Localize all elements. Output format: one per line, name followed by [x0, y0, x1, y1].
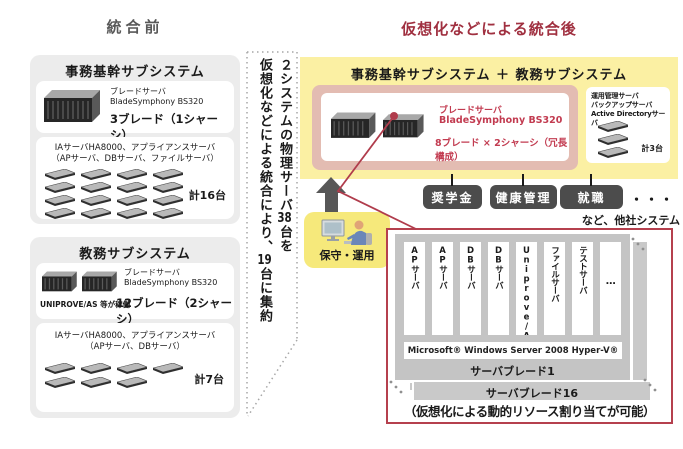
academic-ia-line2: （APサーバ、DBサーバ）	[85, 342, 185, 352]
ops-count: 計3台	[641, 144, 663, 153]
ops-servers-box: 運用管理サーバ バックアップサーバ Active Directoryサーバ	[586, 87, 670, 163]
academic-subsystem-box: 教務サブシステム	[30, 237, 240, 418]
core-ia-box: IAサーバHA8000、アプライアンスサーバ （APサーバ、DBサーバ、ファイル…	[36, 137, 234, 219]
note-seg: 台に集約	[257, 267, 272, 323]
rack-server-icon	[153, 169, 183, 180]
academic-blade-line3: 12ブレード（2シャーシ）	[116, 296, 233, 326]
rack-server-icon	[153, 363, 183, 374]
academic-server-grid	[45, 363, 189, 391]
rack-server-icon	[153, 208, 183, 219]
academic-blade-line2: BladeSymphony BS320	[124, 278, 218, 287]
core-ia-line1: IAサーバHA8000、アプライアンスサーバ	[54, 143, 216, 153]
ops-line2: バックアップサーバ	[591, 101, 653, 109]
detail-caption: （仮想化による動的リソース割り当てが可能）	[403, 404, 656, 419]
blade-chassis-icon	[42, 271, 77, 292]
combined-subsystem-box: 事務基幹サブシステム ＋ 教務サブシステム	[300, 57, 678, 179]
hypervisor-bar: Microsoft® Windows Server 2008 Hyper-V®	[404, 342, 622, 359]
rack-server-icon	[45, 377, 75, 388]
service-button-employment: 就職	[560, 185, 623, 209]
core-blade-line2: BladeSymphony BS320	[110, 97, 204, 106]
blade-chassis-icon	[331, 112, 376, 138]
after-blade-line3: 8ブレード × 2シャーシ（冗長構成）	[435, 138, 568, 163]
rack-server-icon	[81, 363, 111, 374]
rack-server-icon	[81, 208, 111, 219]
vm-column: APサーバ	[432, 242, 453, 335]
core-server-grid	[45, 169, 189, 221]
maintenance-box: 保守・運用	[304, 212, 390, 268]
services-ellipsis: ・・・	[630, 193, 676, 208]
rack-server-icon	[117, 169, 147, 180]
maintenance-arrow-icon	[316, 177, 346, 212]
note-seg: 仮想化などによる統合により、	[257, 58, 272, 254]
rack-server-icon	[153, 182, 183, 193]
rack-server-icon	[117, 195, 147, 206]
vm-column: APサーバ	[404, 242, 425, 335]
virtualization-detail-box: APサーバ APサーバ DBサーバ DBサーバ Uniprove/AS ファイル…	[386, 228, 673, 424]
rack-server-icon	[598, 134, 628, 145]
service-button-health: 健康管理	[490, 185, 557, 209]
server-blade1-label: サーバブレード1	[470, 365, 555, 378]
after-blade-box: ブレードサーバ BladeSymphony BS320 8ブレード × 2シャー…	[321, 93, 569, 163]
blade-chassis-icon	[82, 271, 117, 292]
before-title: 統合前	[106, 18, 164, 36]
academic-ia-line1: IAサーバHA8000、アプライアンスサーバ	[54, 331, 216, 341]
after-blade-line2: BladeSymphony BS320	[439, 115, 563, 126]
ops-server-stack	[598, 121, 628, 160]
vm-column: ファイルサーバ	[544, 242, 565, 335]
academic-blade-box: UNIPROVE/AS 等が稼働 ブレードサーバ BladeSymphony B…	[36, 263, 234, 326]
ops-line3: Active Directoryサーバ	[591, 110, 666, 127]
blade-chassis-icon	[44, 90, 100, 122]
rack-server-icon	[81, 377, 111, 388]
academic-ia-count: 計7台	[194, 373, 224, 386]
vm-column: DBサーバ	[460, 242, 481, 335]
vm-column-more: …	[600, 242, 621, 335]
vm-column: テストサーバ	[572, 242, 593, 335]
core-subsystem-box: 事務基幹サブシステム ブレードサーバ BladeSymphony BS320 3…	[30, 55, 240, 224]
rack-server-icon	[598, 147, 628, 158]
server-blade16-label: サーバブレード16	[485, 387, 579, 400]
services-note: など、他社システム	[581, 214, 680, 227]
combined-subsystem-title: 事務基幹サブシステム ＋ 教務サブシステム	[350, 68, 628, 83]
rack-server-icon	[153, 195, 183, 206]
rack-server-icon	[117, 377, 147, 388]
note-seg: ２システムの物理サーバ	[277, 58, 292, 212]
consolidation-note: ２システムの物理サーバ38台を 仮想化などによる統合により、19台に集約	[250, 58, 294, 414]
rack-server-icon	[81, 182, 111, 193]
note-number-19: 19	[257, 254, 272, 267]
core-subsystem-title: 事務基幹サブシステム	[65, 65, 205, 80]
rack-server-icon	[45, 363, 75, 374]
rack-server-icon	[598, 121, 628, 132]
academic-ia-box: IAサーバHA8000、アプライアンスサーバ （APサーバ、DBサーバ）	[36, 323, 234, 412]
rack-server-icon	[45, 182, 75, 193]
note-number-38: 38	[277, 212, 292, 225]
rack-server-icon	[117, 363, 147, 374]
maintenance-label: 保守・運用	[319, 249, 375, 262]
rack-server-icon	[81, 169, 111, 180]
core-ia-count: 計16台	[188, 189, 226, 202]
after-blade-line1: ブレードサーバ	[439, 106, 502, 116]
core-ia-line2: （APサーバ、DBサーバ、ファイルサーバ）	[51, 154, 219, 164]
rack-server-icon	[45, 169, 75, 180]
blade-highlight-frame: ブレードサーバ BladeSymphony BS320 8ブレード × 2シャー…	[312, 85, 578, 170]
academic-blade-line1: ブレードサーバ	[124, 268, 180, 277]
operator-at-computer-icon	[321, 219, 372, 245]
vm-column: Uniprove/AS	[516, 242, 537, 335]
core-blade-line1: ブレードサーバ	[110, 87, 166, 96]
vm-column: DBサーバ	[488, 242, 509, 335]
rack-server-icon	[45, 208, 75, 219]
rack-server-icon	[117, 208, 147, 219]
academic-blade-caption: UNIPROVE/AS 等が稼働	[40, 300, 131, 309]
after-title: 仮想化などによる統合後	[401, 20, 577, 38]
note-seg: 台を	[277, 225, 292, 253]
rack-server-icon	[81, 195, 111, 206]
server-blade16-bar: サーバブレード16	[414, 382, 650, 400]
core-blade-box: ブレードサーバ BladeSymphony BS320 3ブレード（1シャーシ）	[36, 81, 234, 142]
academic-subsystem-title: 教務サブシステム	[79, 247, 191, 262]
rack-server-icon	[117, 182, 147, 193]
service-button-scholarship: 奨学金	[423, 185, 482, 209]
ops-line1: 運用管理サーバ	[591, 92, 639, 100]
rack-server-icon	[45, 195, 75, 206]
blade-chassis-icon	[383, 114, 424, 138]
